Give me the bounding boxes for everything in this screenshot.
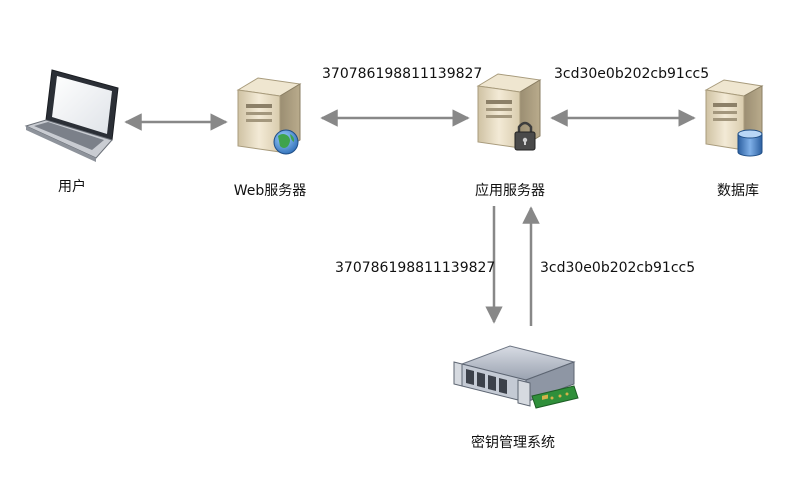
kms-to-app-value: 3cd30e0b202cb91cc5 <box>540 260 696 276</box>
app-server-icon <box>476 73 542 151</box>
database-server-icon <box>704 79 764 157</box>
app-to-db-value: 3cd30e0b202cb91cc5 <box>554 66 710 82</box>
laptop-icon <box>24 69 119 162</box>
app-to-kms-value: 370786198811139827 <box>335 260 496 276</box>
key-management-appliance-icon <box>453 345 579 409</box>
circuit-card-icon <box>531 385 579 409</box>
lock-icon <box>514 121 536 151</box>
kms-label: 密钥管理系统 <box>471 435 555 451</box>
database-cylinder-icon <box>737 129 763 157</box>
user-label: 用户 <box>58 179 86 195</box>
web-server-icon <box>236 77 302 155</box>
app-server-label: 应用服务器 <box>475 183 545 199</box>
web-to-app-value: 370786198811139827 <box>322 66 483 82</box>
globe-icon <box>273 129 299 155</box>
database-label: 数据库 <box>717 183 759 199</box>
web-server-label: Web服务器 <box>233 183 307 199</box>
